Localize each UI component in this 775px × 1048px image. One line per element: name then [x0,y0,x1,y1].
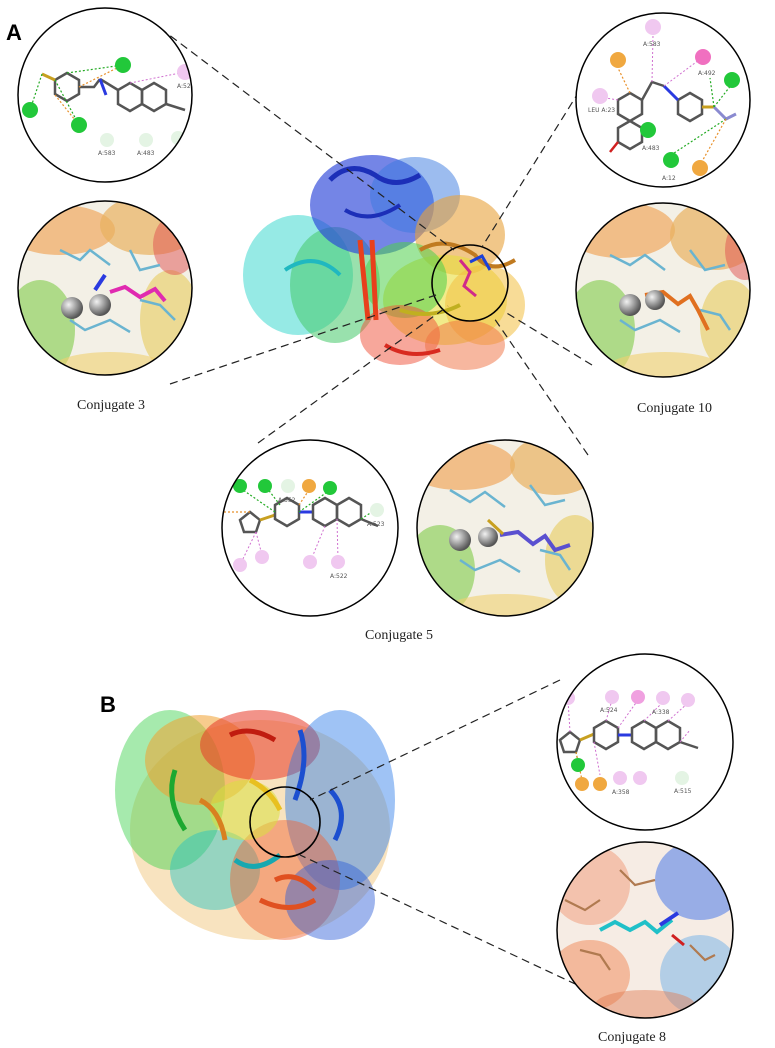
c5-res-label-2: A:523 [205,522,223,529]
panel-label-a: A [6,20,22,45]
c8-res-label-2: A:338 [652,709,670,716]
connector-lines-a [159,27,601,456]
c3-res-label-1: A:523 [177,83,195,90]
protein-surface-b [115,710,395,940]
conjugate-8-2d-diagram: A:524 A:338 A:358 A:515 [556,653,734,831]
conjugate-3-3d-view [17,200,193,376]
c5-res-label-4: A:523 [367,521,385,528]
conjugate-5-2d-diagram: A:352 A:523 A:522 A:523 [205,439,399,617]
c10-res-label-2: A:492 [698,70,716,77]
binding-pocket-circle [431,244,509,322]
conjugate-8-3d-view [556,841,734,1019]
c10-res-label-1: A:583 [643,41,661,48]
c8-res-label-3: A:358 [612,789,630,796]
conjugate-5-3d-view [416,439,594,617]
panel-label-b: B [100,692,116,717]
conjugate-10-3d-view [575,202,751,378]
protein-surface-a [243,155,525,370]
c8-res-label-1: A:524 [600,707,618,714]
c5-res-label-3: A:522 [330,573,348,580]
connector-lines-b [299,679,589,991]
c10-res-label-3: LEU A:23 [588,107,615,114]
c10-res-label-4: A:483 [642,145,660,152]
conjugate-10-2d-diagram: A:583 A:492 LEU A:23 A:483 A:12 [575,12,751,188]
c3-res-label-3: A:483 [137,150,155,157]
c5-res-label-1: A:352 [278,497,296,504]
caption-conjugate-8: Conjugate 8 [598,1030,667,1045]
c3-res-label-2: A:583 [98,150,116,157]
c8-res-label-4: A:515 [674,788,692,795]
conjugate-3-2d-diagram: A:523 A:583 A:483 A:52 [17,7,195,183]
c10-res-label-5: A:12 [662,175,676,182]
caption-conjugate-10: Conjugate 10 [637,401,713,416]
binding-pocket-circle-b [249,786,321,858]
caption-conjugate-3: Conjugate 3 [77,398,146,413]
caption-conjugate-5: Conjugate 5 [365,628,434,643]
